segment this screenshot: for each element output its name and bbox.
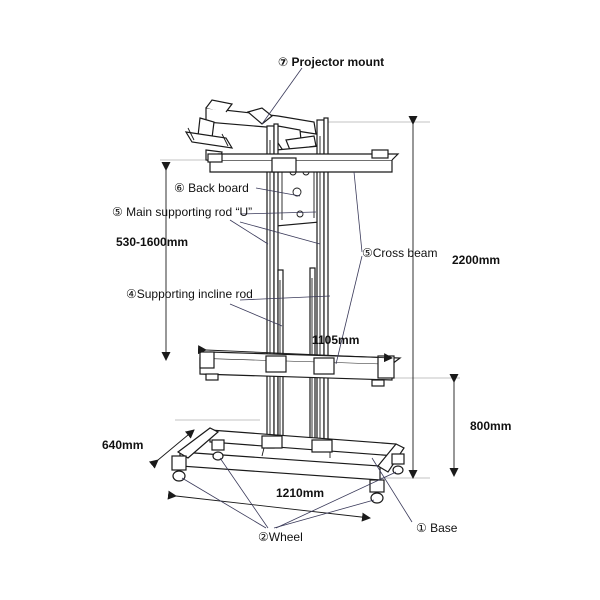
leader-wheel-2 xyxy=(219,457,269,529)
dimension-labels: 530-1600mm 2200mm 1105mm 800mm 640mm 121… xyxy=(102,235,511,500)
leader-main-rod-3 xyxy=(239,221,321,245)
dim-beam-width-line xyxy=(197,345,393,363)
leader-main-rod-2 xyxy=(229,219,269,245)
label-wheel: ②Wheel xyxy=(258,530,303,544)
leader-main-rod-1 xyxy=(239,211,317,215)
dim-base-depth: 640mm xyxy=(102,438,143,452)
wheel-back-right xyxy=(391,453,405,475)
dim-total-height: 2200mm xyxy=(452,253,500,267)
leader-base-1 xyxy=(371,457,413,523)
leader-incline-2 xyxy=(229,303,283,327)
label-projector-mount: ⑦ Projector mount xyxy=(278,55,384,69)
leader-cross-beam-2 xyxy=(335,255,363,365)
leader-wheel-3 xyxy=(273,499,375,529)
label-supporting-incline-rod: ④Supporting incline rod xyxy=(126,287,253,301)
callout-labels: ⑦ Projector mount ⑥ Back board ⑤ Main su… xyxy=(112,55,458,544)
dim-base-height: 800mm xyxy=(470,419,511,433)
leader-wheel-1 xyxy=(181,477,267,529)
base-frame xyxy=(176,427,405,481)
label-back-board: ⑥ Back board xyxy=(174,181,249,195)
label-main-supporting-rod: ⑤ Main supporting rod “U” xyxy=(112,205,252,219)
dim-base-width: 1210mm xyxy=(276,486,324,500)
leader-incline-1 xyxy=(239,295,331,301)
wheel-back-left xyxy=(211,439,225,461)
dim-height-range: 530-1600mm xyxy=(116,235,188,249)
leader-projector-mount xyxy=(261,67,303,125)
leader-lines xyxy=(181,67,413,529)
upper-cross-beam xyxy=(207,149,400,173)
dim-beam-width: 1105mm xyxy=(312,333,359,347)
wheel-front-right xyxy=(369,479,385,504)
label-cross-beam: ⑤Cross beam xyxy=(362,246,437,260)
wheel-front-left xyxy=(171,455,187,482)
projector-mount xyxy=(184,99,317,163)
dim-base-width-line xyxy=(167,490,371,522)
dimension-lines xyxy=(148,116,459,522)
dim-base-depth-line xyxy=(148,429,195,469)
leader-back-board xyxy=(255,187,301,197)
leader-wheel-4 xyxy=(275,471,397,529)
leader-cross-beam-1 xyxy=(353,171,363,253)
label-base: ① Base xyxy=(416,521,458,535)
